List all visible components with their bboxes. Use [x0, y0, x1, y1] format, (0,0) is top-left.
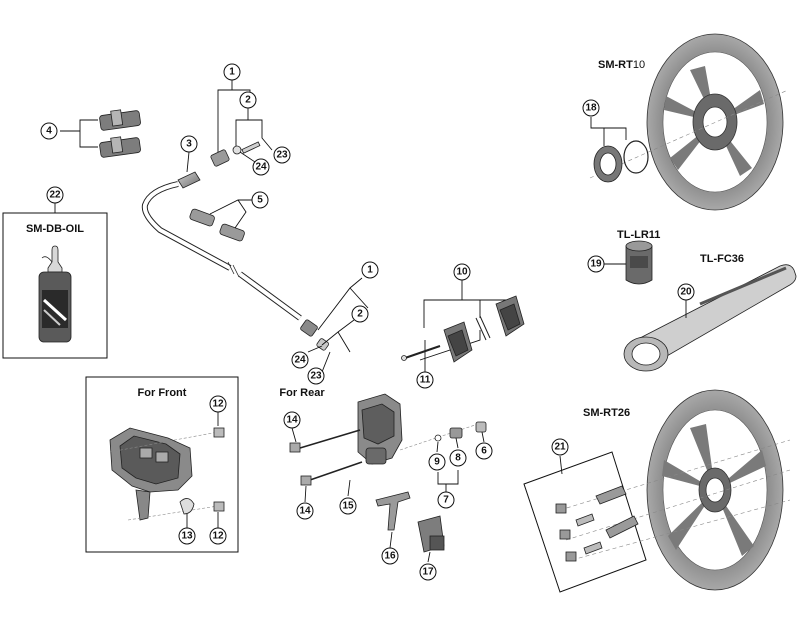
- callout-4: 4: [40, 122, 58, 140]
- hose-fittings-mid: [300, 277, 369, 373]
- svg-text:24: 24: [255, 162, 267, 173]
- callout-22: 22: [46, 186, 64, 204]
- svg-text:23: 23: [310, 371, 322, 382]
- callout-21: 21: [551, 438, 569, 456]
- callout-5: 5: [251, 191, 269, 209]
- svg-text:20: 20: [680, 287, 692, 298]
- svg-text:18: 18: [585, 103, 597, 114]
- svg-text:2: 2: [245, 95, 251, 106]
- svg-text:3: 3: [186, 139, 192, 150]
- callout-11: 11: [416, 371, 434, 389]
- brake-hose: [141, 181, 302, 321]
- tl-lr11-label: TL-LR11: [617, 229, 660, 241]
- svg-text:24: 24: [294, 355, 306, 366]
- svg-text:10: 10: [456, 267, 468, 278]
- callout-2-mid: 2: [351, 305, 369, 323]
- callout-20: 20: [677, 283, 695, 301]
- svg-text:4: 4: [46, 126, 52, 137]
- for-front-label: For Front: [138, 387, 187, 399]
- svg-text:1: 1: [367, 265, 373, 276]
- sm-rt26-rotor: [646, 389, 784, 591]
- callout-12-a: 12: [209, 395, 227, 413]
- callout-9: 9: [428, 453, 446, 471]
- callout-2-top: 2: [239, 91, 257, 109]
- svg-text:8: 8: [455, 453, 461, 464]
- svg-text:5: 5: [257, 195, 263, 206]
- svg-text:21: 21: [554, 442, 566, 453]
- callout-12-b: 12: [209, 527, 227, 545]
- hose-fittings-top: [177, 80, 273, 189]
- svg-text:12: 12: [212, 531, 224, 542]
- hose-fittings-5: [189, 199, 252, 242]
- svg-text:22: 22: [49, 190, 61, 201]
- svg-text:6: 6: [481, 446, 487, 457]
- sm-rt10-rotor: [589, 33, 789, 211]
- tl-fc36-wrench: [623, 264, 797, 372]
- callout-24-top: 24: [252, 158, 270, 176]
- tl-lr11-tool: [604, 240, 653, 285]
- callout-14-b: 14: [296, 502, 314, 520]
- brake-pads: [401, 280, 525, 372]
- svg-text:7: 7: [443, 495, 449, 506]
- callout-13: 13: [178, 527, 196, 545]
- pad-spacers: [60, 109, 141, 158]
- sm-rt26-label: SM-RT26: [583, 407, 630, 419]
- callout-3: 3: [180, 135, 198, 153]
- svg-text:23: 23: [276, 150, 288, 161]
- for-rear-label: For Rear: [279, 387, 325, 399]
- callout-1-mid: 1: [361, 261, 379, 279]
- tl-fc36-label: TL-FC36: [700, 253, 744, 265]
- svg-text:2: 2: [357, 309, 363, 320]
- svg-text:14: 14: [286, 415, 298, 426]
- callout-10: 10: [453, 263, 471, 281]
- rear-caliper: [289, 393, 487, 563]
- sm-db-oil-box: SM-DB-OIL: [2, 203, 108, 359]
- svg-text:14: 14: [299, 506, 311, 517]
- rotor-bolts-box: [523, 439, 791, 593]
- svg-text:11: 11: [420, 375, 431, 386]
- callout-17: 17: [419, 563, 437, 581]
- callout-14-a: 14: [283, 411, 301, 429]
- svg-text:15: 15: [342, 501, 354, 512]
- callout-15: 15: [339, 497, 357, 515]
- callout-1-top: 1: [223, 63, 241, 81]
- for-front-box: For Front: [85, 376, 239, 553]
- callout-7: 7: [437, 491, 455, 509]
- callout-23-top: 23: [273, 146, 291, 164]
- svg-text:13: 13: [181, 531, 193, 542]
- svg-text:17: 17: [422, 567, 434, 578]
- callout-19: 19: [587, 255, 605, 273]
- callout-24-mid: 24: [291, 351, 309, 369]
- callout-8: 8: [449, 449, 467, 467]
- sm-db-oil-label: SM-DB-OIL: [26, 223, 84, 235]
- svg-text:9: 9: [434, 457, 440, 468]
- svg-text:1: 1: [229, 67, 235, 78]
- callout-16: 16: [381, 547, 399, 565]
- callout-23-mid: 23: [307, 367, 325, 385]
- svg-text:16: 16: [384, 551, 396, 562]
- callout-18: 18: [582, 99, 600, 117]
- callout-6: 6: [475, 442, 493, 460]
- sm-rt10-label: SM-RT10: [598, 59, 645, 71]
- svg-text:12: 12: [212, 399, 224, 410]
- svg-text:19: 19: [590, 259, 602, 270]
